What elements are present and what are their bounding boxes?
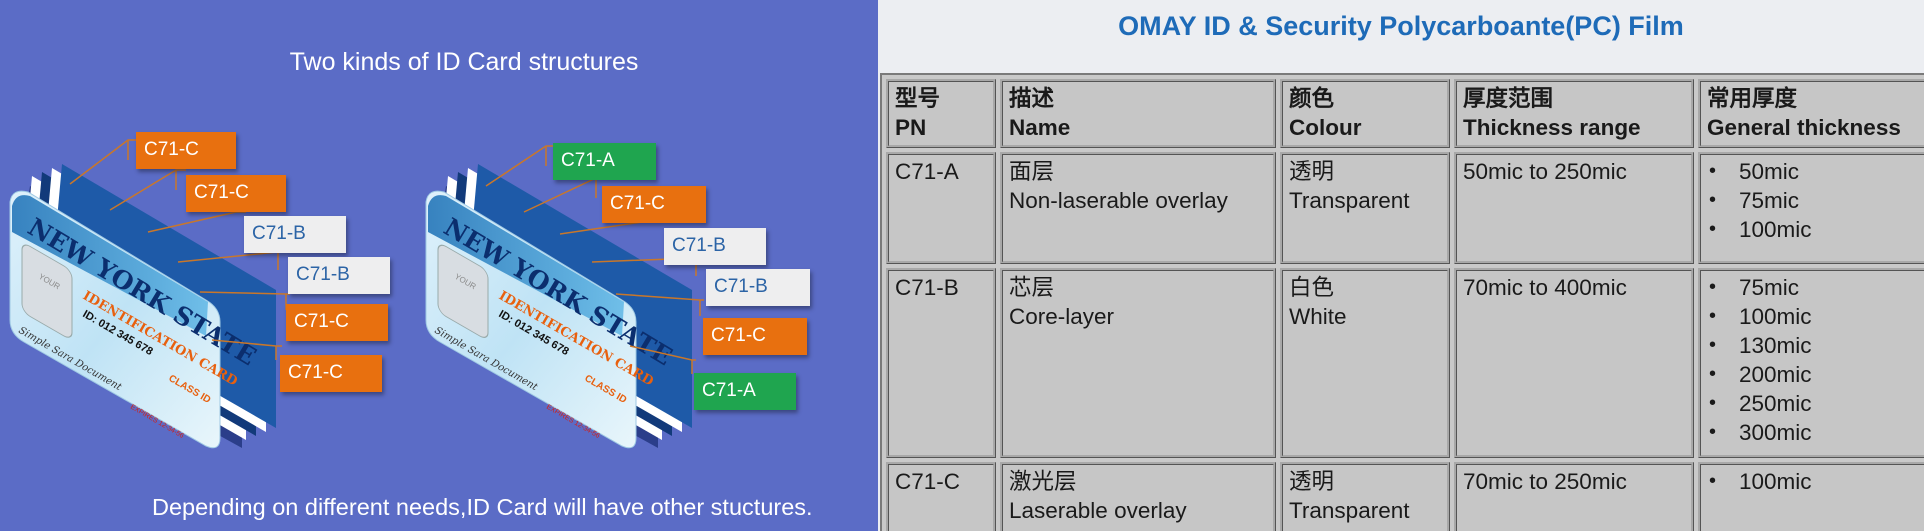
cell-pn: C71-C — [886, 462, 996, 531]
colour-en: White — [1289, 304, 1347, 329]
stack-2-layer-label: C71-A — [694, 373, 796, 410]
cell-name: 激光层 Laserable overlay — [1000, 462, 1276, 531]
header-name-en: Name — [1009, 115, 1071, 140]
list-item: 250mic — [1707, 389, 1921, 418]
stack-1-layer-label: C71-C — [286, 304, 388, 341]
spec-table-panel: OMAY ID & Security Polycarboante(PC) Fil… — [878, 0, 1924, 531]
name-en: Non-laserable overlay — [1009, 188, 1228, 213]
header-thickness-range: 厚度范围 Thickness range — [1454, 79, 1694, 148]
cell-thickness-range: 50mic to 250mic — [1454, 152, 1694, 264]
general-thickness-list: 50mic 75mic 100mic — [1707, 157, 1921, 244]
colour-en: Transparent — [1289, 498, 1410, 523]
table-row: C71-A 面层 Non-laserable overlay 透明 Transp… — [886, 152, 1924, 264]
table-row: C71-B 芯层 Core-layer 白色 White 70mic to 40… — [886, 268, 1924, 458]
cell-colour: 透明 Transparent — [1280, 152, 1450, 264]
general-thickness-list: 75mic 100mic 130mic 200mic 250mic 300mic — [1707, 273, 1921, 447]
table-title: OMAY ID & Security Polycarboante(PC) Fil… — [1118, 11, 1684, 41]
name-en: Laserable overlay — [1009, 498, 1187, 523]
cell-thickness-range: 70mic to 250mic — [1454, 462, 1694, 531]
list-item: 100mic — [1707, 302, 1921, 331]
stack-1-layer-label: C71-C — [136, 132, 236, 169]
card-illustration: NEW YORK STATE YOUR IDENTIFICATION CARD … — [9, 139, 706, 449]
structure-slide: Two kinds of ID Card structures — [0, 0, 878, 531]
cell-pn: C71-A — [886, 152, 996, 264]
cell-pn: C71-B — [886, 268, 996, 458]
header-range-zh: 厚度范围 — [1463, 86, 1554, 111]
cell-general-thickness: 75mic 100mic 130mic 200mic 250mic 300mic — [1698, 268, 1924, 458]
general-thickness-list: 100mic — [1707, 467, 1921, 496]
list-item: 50mic — [1707, 157, 1921, 186]
stack-1-layer-label: C71-C — [280, 355, 382, 392]
colour-zh: 白色 — [1289, 275, 1335, 300]
list-item: 130mic — [1707, 331, 1921, 360]
cell-colour: 白色 White — [1280, 268, 1450, 458]
header-general-thickness: 常用厚度 General thickness — [1698, 79, 1924, 148]
header-general-en: General thickness — [1707, 115, 1901, 140]
list-item: 300mic — [1707, 418, 1921, 447]
stack-1-layer-label: C71-B — [288, 257, 390, 294]
list-item: 75mic — [1707, 273, 1921, 302]
list-item: 100mic — [1707, 467, 1921, 496]
cell-name: 面层 Non-laserable overlay — [1000, 152, 1276, 264]
stack-2-layer-label: C71-A — [553, 143, 656, 180]
header-colour: 颜色 Colour — [1280, 79, 1450, 148]
header-pn-en: PN — [895, 115, 927, 140]
slide-caption: Depending on different needs,ID Card wil… — [152, 494, 813, 520]
table-header-row: 型号 PN 描述 Name 颜色 Colour 厚度范围 Thickness r… — [886, 79, 1924, 148]
list-item: 75mic — [1707, 186, 1921, 215]
card-stack-2: NEW YORK STATE YOUR IDENTIFICATION CARD … — [425, 145, 706, 449]
table-row: C71-C 激光层 Laserable overlay 透明 Transpare… — [886, 462, 1924, 531]
header-range-en: Thickness range — [1463, 115, 1641, 140]
header-name: 描述 Name — [1000, 79, 1276, 148]
list-item: 200mic — [1707, 360, 1921, 389]
header-colour-zh: 颜色 — [1289, 86, 1335, 111]
colour-en: Transparent — [1289, 188, 1410, 213]
name-zh: 激光层 — [1009, 469, 1077, 494]
list-item: 100mic — [1707, 215, 1921, 244]
header-name-zh: 描述 — [1009, 86, 1055, 111]
stack-2-layer-label: C71-C — [602, 186, 706, 223]
colour-zh: 透明 — [1289, 159, 1335, 184]
stack-1-layer-label: C71-B — [244, 216, 346, 253]
name-en: Core-layer — [1009, 304, 1115, 329]
stack-2-layer-label: C71-B — [664, 228, 766, 265]
name-zh: 芯层 — [1009, 275, 1055, 300]
pc-film-spec-table: 型号 PN 描述 Name 颜色 Colour 厚度范围 Thickness r… — [880, 73, 1924, 531]
cell-general-thickness: 100mic — [1698, 462, 1924, 531]
cell-general-thickness: 50mic 75mic 100mic — [1698, 152, 1924, 264]
colour-zh: 透明 — [1289, 469, 1335, 494]
header-pn-zh: 型号 — [895, 86, 941, 111]
header-colour-en: Colour — [1289, 115, 1362, 140]
cell-colour: 透明 Transparent — [1280, 462, 1450, 531]
stack-2-layer-label: C71-C — [703, 318, 807, 355]
card-stack-1: NEW YORK STATE YOUR IDENTIFICATION CARD … — [9, 139, 290, 449]
stack-2-layer-label: C71-B — [706, 269, 810, 306]
stack-1-layer-label: C71-C — [186, 175, 286, 212]
name-zh: 面层 — [1009, 159, 1055, 184]
header-pn: 型号 PN — [886, 79, 996, 148]
header-general-zh: 常用厚度 — [1707, 86, 1798, 111]
cell-thickness-range: 70mic to 400mic — [1454, 268, 1694, 458]
cell-name: 芯层 Core-layer — [1000, 268, 1276, 458]
slide-title: Two kinds of ID Card structures — [289, 48, 639, 76]
